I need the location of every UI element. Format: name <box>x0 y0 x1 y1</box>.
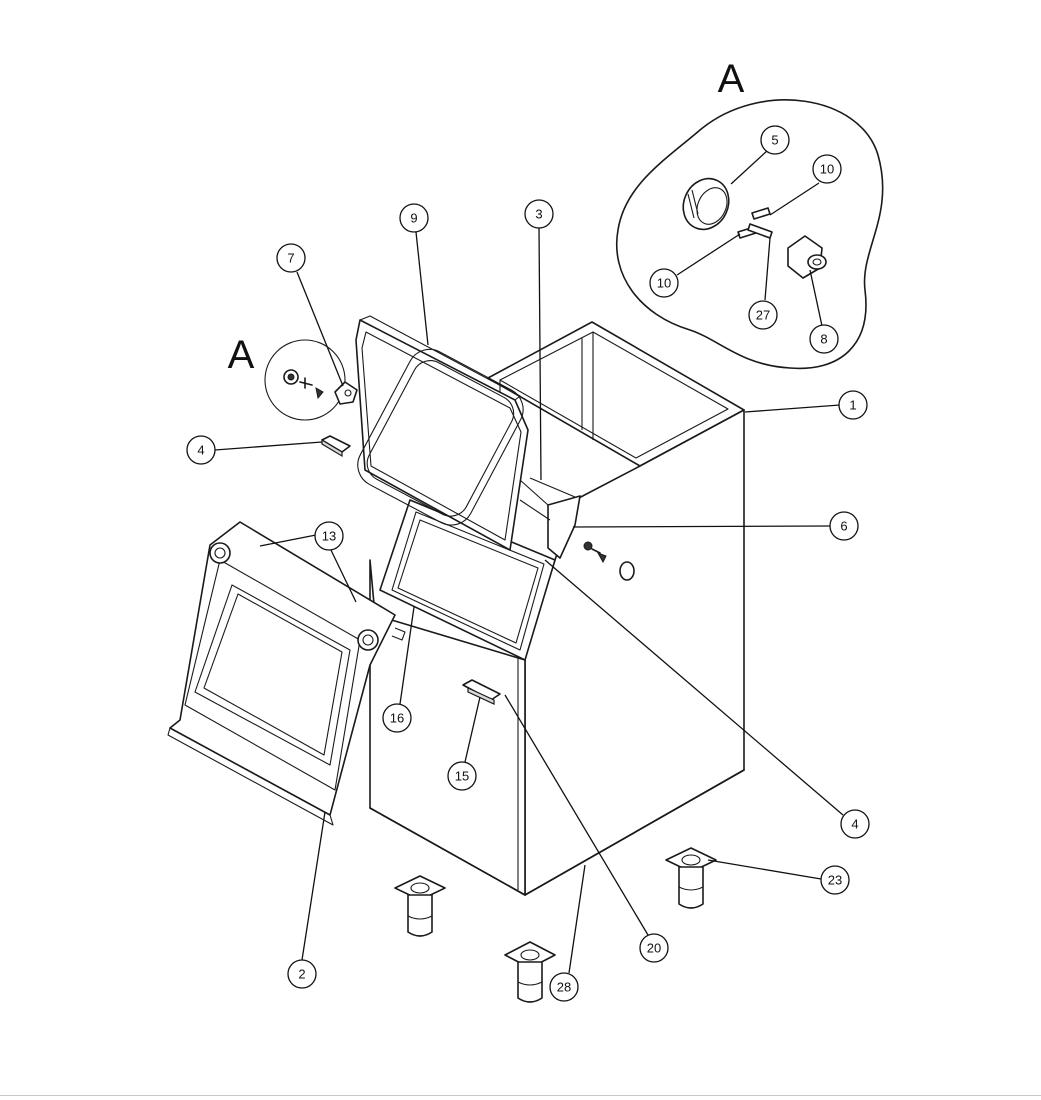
callout-8: 8 <box>809 324 839 354</box>
callout-2: 2 <box>287 959 317 989</box>
svg-text:6: 6 <box>840 519 847 534</box>
svg-text:7: 7 <box>287 251 294 266</box>
svg-text:9: 9 <box>410 211 417 226</box>
leveling-feet <box>394 847 717 1003</box>
svg-text:4: 4 <box>197 443 204 458</box>
callout-13: 13 <box>314 521 344 551</box>
callout-4-left: 4 <box>186 435 216 465</box>
callout-20: 20 <box>639 933 669 963</box>
svg-text:2: 2 <box>298 967 305 982</box>
leader-lines <box>214 149 844 974</box>
svg-text:23: 23 <box>828 873 842 888</box>
svg-text:4: 4 <box>851 817 858 832</box>
svg-text:8: 8 <box>820 332 827 347</box>
svg-text:15: 15 <box>455 769 469 784</box>
svg-text:16: 16 <box>390 711 404 726</box>
callout-23: 23 <box>820 865 850 895</box>
svg-text:10: 10 <box>820 162 834 177</box>
callout-27: 27 <box>748 300 778 330</box>
svg-text:10: 10 <box>657 276 671 291</box>
callout-3: 3 <box>524 199 554 229</box>
callout-1: 1 <box>838 390 868 420</box>
detail-label-small: A <box>228 333 255 377</box>
callout-10-top: 10 <box>812 154 842 184</box>
callout-28: 28 <box>549 972 579 1002</box>
bottom-border-line <box>0 1095 1041 1096</box>
detail-label-large: A <box>718 57 745 101</box>
foot-middle <box>504 941 556 1003</box>
detail-a-cloud <box>616 99 884 370</box>
svg-text:28: 28 <box>557 980 571 995</box>
callout-9: 9 <box>399 203 429 233</box>
foot-left <box>394 875 446 937</box>
callout-6: 6 <box>829 511 859 541</box>
svg-text:1: 1 <box>849 398 856 413</box>
callout-4-right: 4 <box>840 809 870 839</box>
callout-10-bottom: 10 <box>649 268 679 298</box>
callout-bubbles: 1 2 3 4 4 5 6 7 <box>186 125 870 1002</box>
small-parts <box>264 339 635 705</box>
svg-text:13: 13 <box>322 529 336 544</box>
callout-15: 15 <box>447 761 477 791</box>
callout-7: 7 <box>276 243 306 273</box>
upper-lid <box>355 315 529 551</box>
svg-text:5: 5 <box>771 133 778 148</box>
front-door <box>167 521 406 826</box>
svg-text:27: 27 <box>756 308 770 323</box>
svg-text:20: 20 <box>647 941 661 956</box>
callout-16: 16 <box>382 703 412 733</box>
svg-text:3: 3 <box>535 207 542 222</box>
foot-right <box>665 847 717 909</box>
callout-5: 5 <box>760 125 790 155</box>
